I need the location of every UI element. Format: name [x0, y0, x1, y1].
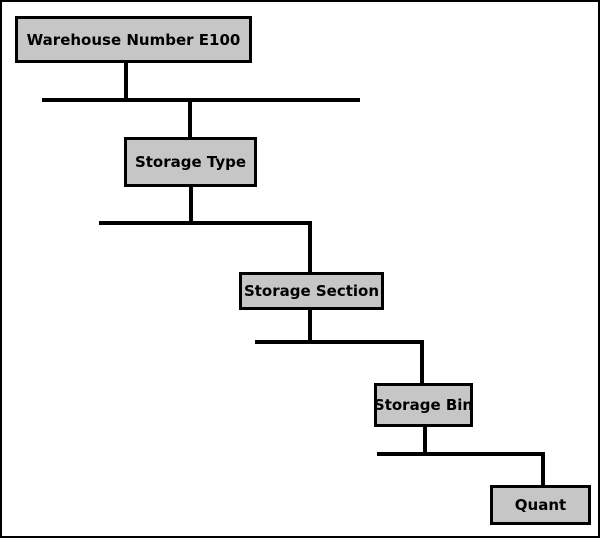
level-2-rail-line — [99, 221, 312, 225]
node-storage-type: Storage Type — [124, 137, 257, 187]
node-storage-type-label: Storage Type — [134, 153, 247, 171]
storage-section-drop-line — [308, 223, 312, 272]
storage-type-drop-line — [188, 100, 192, 137]
node-storage-section: Storage Section — [239, 272, 384, 310]
node-warehouse-number: Warehouse Number E100 — [15, 16, 252, 63]
quant-drop-line — [541, 454, 545, 485]
node-storage-bin-label: Storage Bin — [373, 396, 474, 414]
level-4-rail-line — [377, 452, 545, 456]
node-storage-bin: Storage Bin — [374, 383, 473, 427]
storage-type-stem-line — [189, 185, 193, 225]
level-3-rail-line — [255, 340, 424, 344]
storage-section-stem-line — [308, 308, 312, 344]
node-quant-label: Quant — [514, 496, 567, 514]
node-warehouse-number-label: Warehouse Number E100 — [26, 30, 241, 49]
storage-bin-drop-line — [420, 342, 424, 383]
warehouse-number-stem-line — [124, 62, 128, 102]
node-storage-section-label: Storage Section — [243, 282, 380, 300]
level-1-rail-line — [42, 98, 360, 102]
node-quant: Quant — [490, 485, 591, 525]
storage-bin-stem-line — [423, 425, 427, 456]
